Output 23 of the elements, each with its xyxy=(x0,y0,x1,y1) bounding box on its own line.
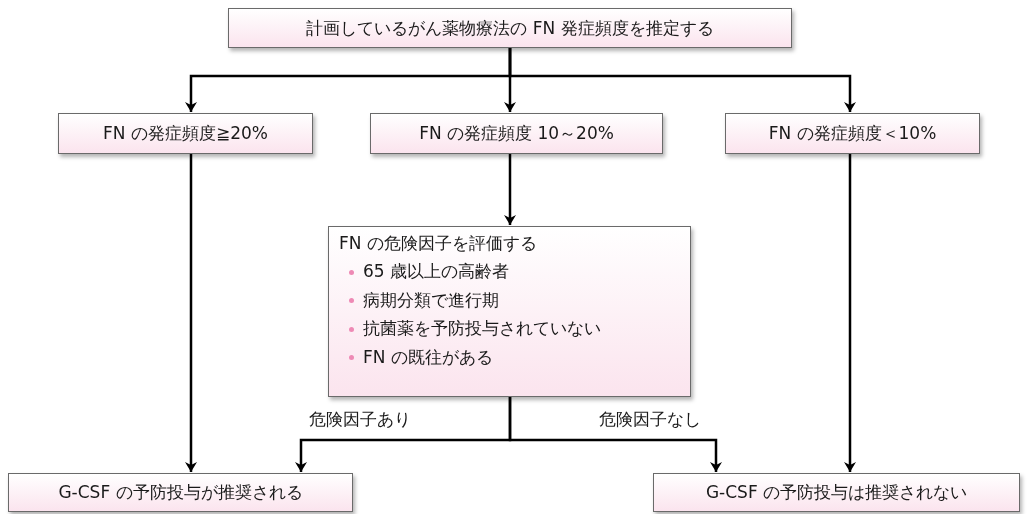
arrow xyxy=(508,48,856,112)
box-text: 計画しているがん薬物療法の FN 発症頻度を推定する xyxy=(306,17,714,39)
bullet-item: 抗菌薬を予防投与されていない xyxy=(349,318,601,339)
box-text: G-CSF の予防投与は推奨されない xyxy=(705,482,968,503)
process-box xyxy=(653,473,1020,512)
process-box xyxy=(370,113,663,154)
box-text: FN の発症頻度＜10% xyxy=(768,123,937,144)
arrow xyxy=(504,154,516,225)
box-text: FN の発症頻度≧20% xyxy=(103,123,268,144)
arrow xyxy=(185,154,197,472)
bullet-item: FN の既往がある xyxy=(349,346,493,367)
process-box xyxy=(228,8,792,48)
bullet-item: 65 歳以上の高齢者 xyxy=(349,261,510,282)
box-text: G-CSF の予防投与が推奨される xyxy=(58,482,303,503)
arrow xyxy=(508,397,722,472)
box-text: FN の発症頻度 10～20% xyxy=(419,123,614,144)
checklist-box xyxy=(328,226,691,397)
box-heading: FN の危険因子を評価する xyxy=(339,233,537,254)
bullet-item: 病期分類で進行期 xyxy=(349,289,499,311)
process-box xyxy=(725,113,980,154)
process-box xyxy=(58,113,313,154)
process-box xyxy=(8,473,353,512)
arrow xyxy=(844,154,856,472)
